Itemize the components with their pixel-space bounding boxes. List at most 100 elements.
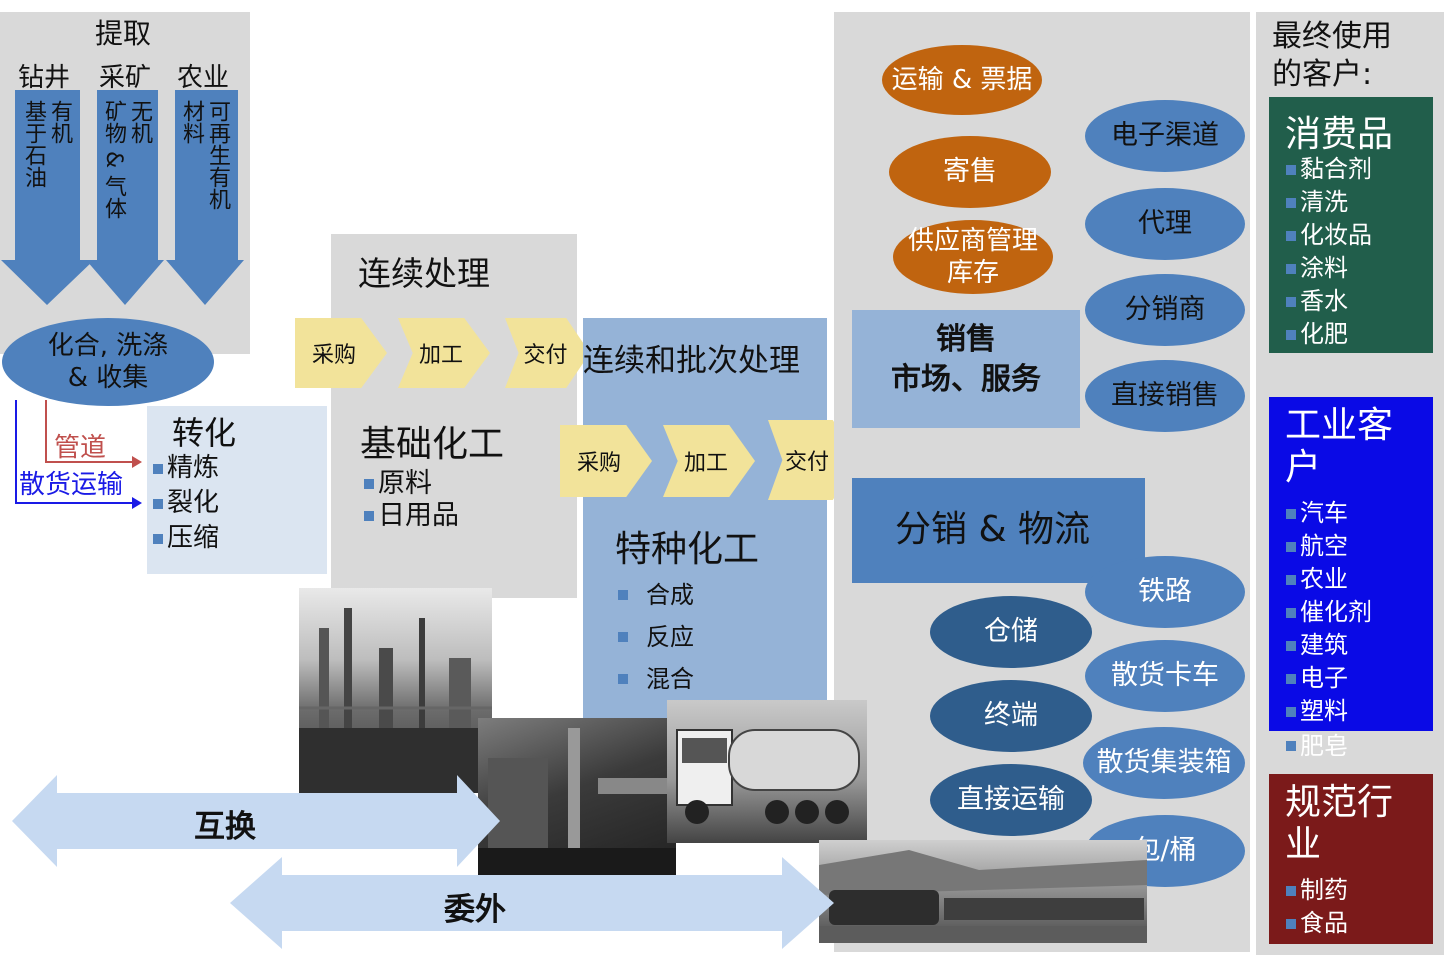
extraction-title: 提取 xyxy=(95,17,152,50)
truck-photo xyxy=(667,700,867,843)
list-item: 合成 xyxy=(618,574,694,616)
sales-title: 销售 市场、服务 xyxy=(891,322,1041,397)
list-item: 压缩 xyxy=(153,521,219,556)
bullet-icon xyxy=(1286,741,1296,751)
ellipse-e-channel: 电子渠道 xyxy=(1085,100,1245,172)
bulk-transport-label: 散货运输 xyxy=(19,470,124,500)
customers-heading: 最终使用 的客户: xyxy=(1272,19,1392,92)
regulated-industry-panel: 规范行业 制药 食品 xyxy=(1269,774,1433,944)
list-item: 汽车 xyxy=(1286,497,1372,530)
list-item: 原料 xyxy=(364,468,459,500)
continuous-title: 连续处理 xyxy=(358,254,490,293)
ellipse-agent: 代理 xyxy=(1085,188,1245,260)
conversion-title: 转化 xyxy=(172,414,237,452)
bullet-icon xyxy=(1286,230,1296,241)
list-item: 建筑 xyxy=(1286,629,1372,662)
industrial-overflow-item: 肥皂 xyxy=(1286,731,1348,761)
ellipse-consignment: 寄售 xyxy=(889,136,1051,208)
ellipse-transport-billing: 运输 & 票据 xyxy=(882,45,1042,115)
bullet-icon xyxy=(1286,918,1296,929)
consumer-goods-title: 消费品 xyxy=(1285,114,1394,155)
train-icon xyxy=(819,850,1147,943)
combine-label: 化合, 洗涤 & 收集 xyxy=(47,331,169,393)
outsource-arrow xyxy=(230,857,834,949)
industrial-title: 工业客户 xyxy=(1285,405,1394,488)
batch-title: 连续和批次处理 xyxy=(583,343,800,379)
bullet-icon xyxy=(153,463,163,474)
list-item: 香水 xyxy=(1286,285,1372,318)
list-item: 化肥 xyxy=(1286,318,1372,351)
bullet-icon xyxy=(1286,329,1296,340)
bullet-icon xyxy=(1286,706,1296,717)
regulated-title: 规范行业 xyxy=(1285,782,1394,865)
basic-chem-list: 原料 日用品 xyxy=(364,468,459,532)
list-item: 催化剂 xyxy=(1286,596,1372,629)
bullet-icon xyxy=(1286,541,1296,552)
list-item: 反应 xyxy=(618,616,694,658)
ellipse-bulk-truck: 散货卡车 xyxy=(1085,640,1245,712)
pipeline-arrowhead xyxy=(132,456,142,468)
conveyor-icon xyxy=(478,728,676,878)
list-item: 电子 xyxy=(1286,662,1372,695)
list-item: 化妆品 xyxy=(1286,219,1372,252)
ellipse-bulk-container: 散货集装箱 xyxy=(1083,727,1245,799)
header-agriculture: 农业 xyxy=(177,63,230,93)
bullet-icon xyxy=(1286,296,1296,307)
list-item: 精炼 xyxy=(153,451,219,486)
consumer-goods-list: 黏合剂 清洗 化妆品 涂料 香水 化肥 xyxy=(1286,153,1372,351)
logistics-box xyxy=(852,478,1145,583)
bullet-icon xyxy=(153,498,163,509)
ellipse-rail: 铁路 xyxy=(1085,556,1245,628)
list-item: 日用品 xyxy=(364,500,459,532)
list-item: 涂料 xyxy=(1286,252,1372,285)
refinery-photo xyxy=(299,588,492,793)
arrow-text-inorganic: 无机 矿物 & 气体 xyxy=(101,100,152,220)
bullet-icon xyxy=(618,632,628,642)
outsource-label: 委外 xyxy=(444,892,506,928)
pipeline-line xyxy=(45,400,132,463)
down-arrow-agriculture xyxy=(166,90,244,305)
header-mining: 采矿 xyxy=(99,63,152,93)
basic-chem-title: 基础化工 xyxy=(360,424,505,465)
sales-box xyxy=(852,310,1080,428)
arrow-text-renewable: 可再生有机 材料 xyxy=(179,100,230,210)
conversion-panel xyxy=(147,406,327,574)
bullet-icon xyxy=(364,511,374,521)
list-item: 航空 xyxy=(1286,530,1372,563)
specialty-chem-list: 合成 反应 混合 xyxy=(618,574,694,700)
specialty-chem-title: 特种化工 xyxy=(615,529,760,570)
list-item: 黏合剂 xyxy=(1286,153,1372,186)
regulated-list: 制药 食品 xyxy=(1286,874,1348,940)
bullet-icon xyxy=(1286,640,1296,651)
transport-connectors xyxy=(15,400,142,509)
list-item: 混合 xyxy=(618,658,694,700)
industrial-customers-panel: 工业客户 汽车 航空 农业 催化剂 建筑 电子 塑料 xyxy=(1269,397,1433,731)
list-item: 农业 xyxy=(1286,563,1372,596)
list-item: 清洗 xyxy=(1286,186,1372,219)
list-item: 食品 xyxy=(1286,907,1348,940)
consumer-goods-panel: 消费品 黏合剂 清洗 化妆品 涂料 香水 化肥 xyxy=(1269,97,1433,353)
down-arrow-drilling xyxy=(1,90,94,305)
bullet-icon xyxy=(618,674,628,684)
factory-photo xyxy=(478,718,676,878)
bullet-icon xyxy=(1286,673,1296,684)
ellipse-vmi: 供应商管理 库存 xyxy=(893,220,1053,294)
train-photo xyxy=(819,840,1147,943)
swap-label: 互换 xyxy=(194,809,256,845)
bulk-arrowhead xyxy=(132,497,142,509)
bullet-icon xyxy=(1286,164,1296,175)
continuous-panel xyxy=(331,234,577,598)
logistics-title: 分销 & 物流 xyxy=(895,509,1090,550)
arrow-text-organic: 有机 基于石油 xyxy=(21,100,72,188)
pipeline-label: 管道 xyxy=(54,433,107,463)
down-arrow-mining xyxy=(86,90,164,305)
ellipse-terminal: 终端 xyxy=(930,680,1092,752)
ellipse-warehouse: 仓储 xyxy=(930,596,1092,668)
bullet-icon xyxy=(1286,508,1296,519)
ellipse-direct-shipping: 直接运输 xyxy=(930,764,1092,836)
list-item: 制药 xyxy=(1286,874,1348,907)
batch-panel xyxy=(583,318,827,718)
conversion-list: 精炼 裂化 压缩 xyxy=(153,451,219,556)
bullet-icon xyxy=(1286,607,1296,618)
bullet-icon xyxy=(1286,197,1296,208)
